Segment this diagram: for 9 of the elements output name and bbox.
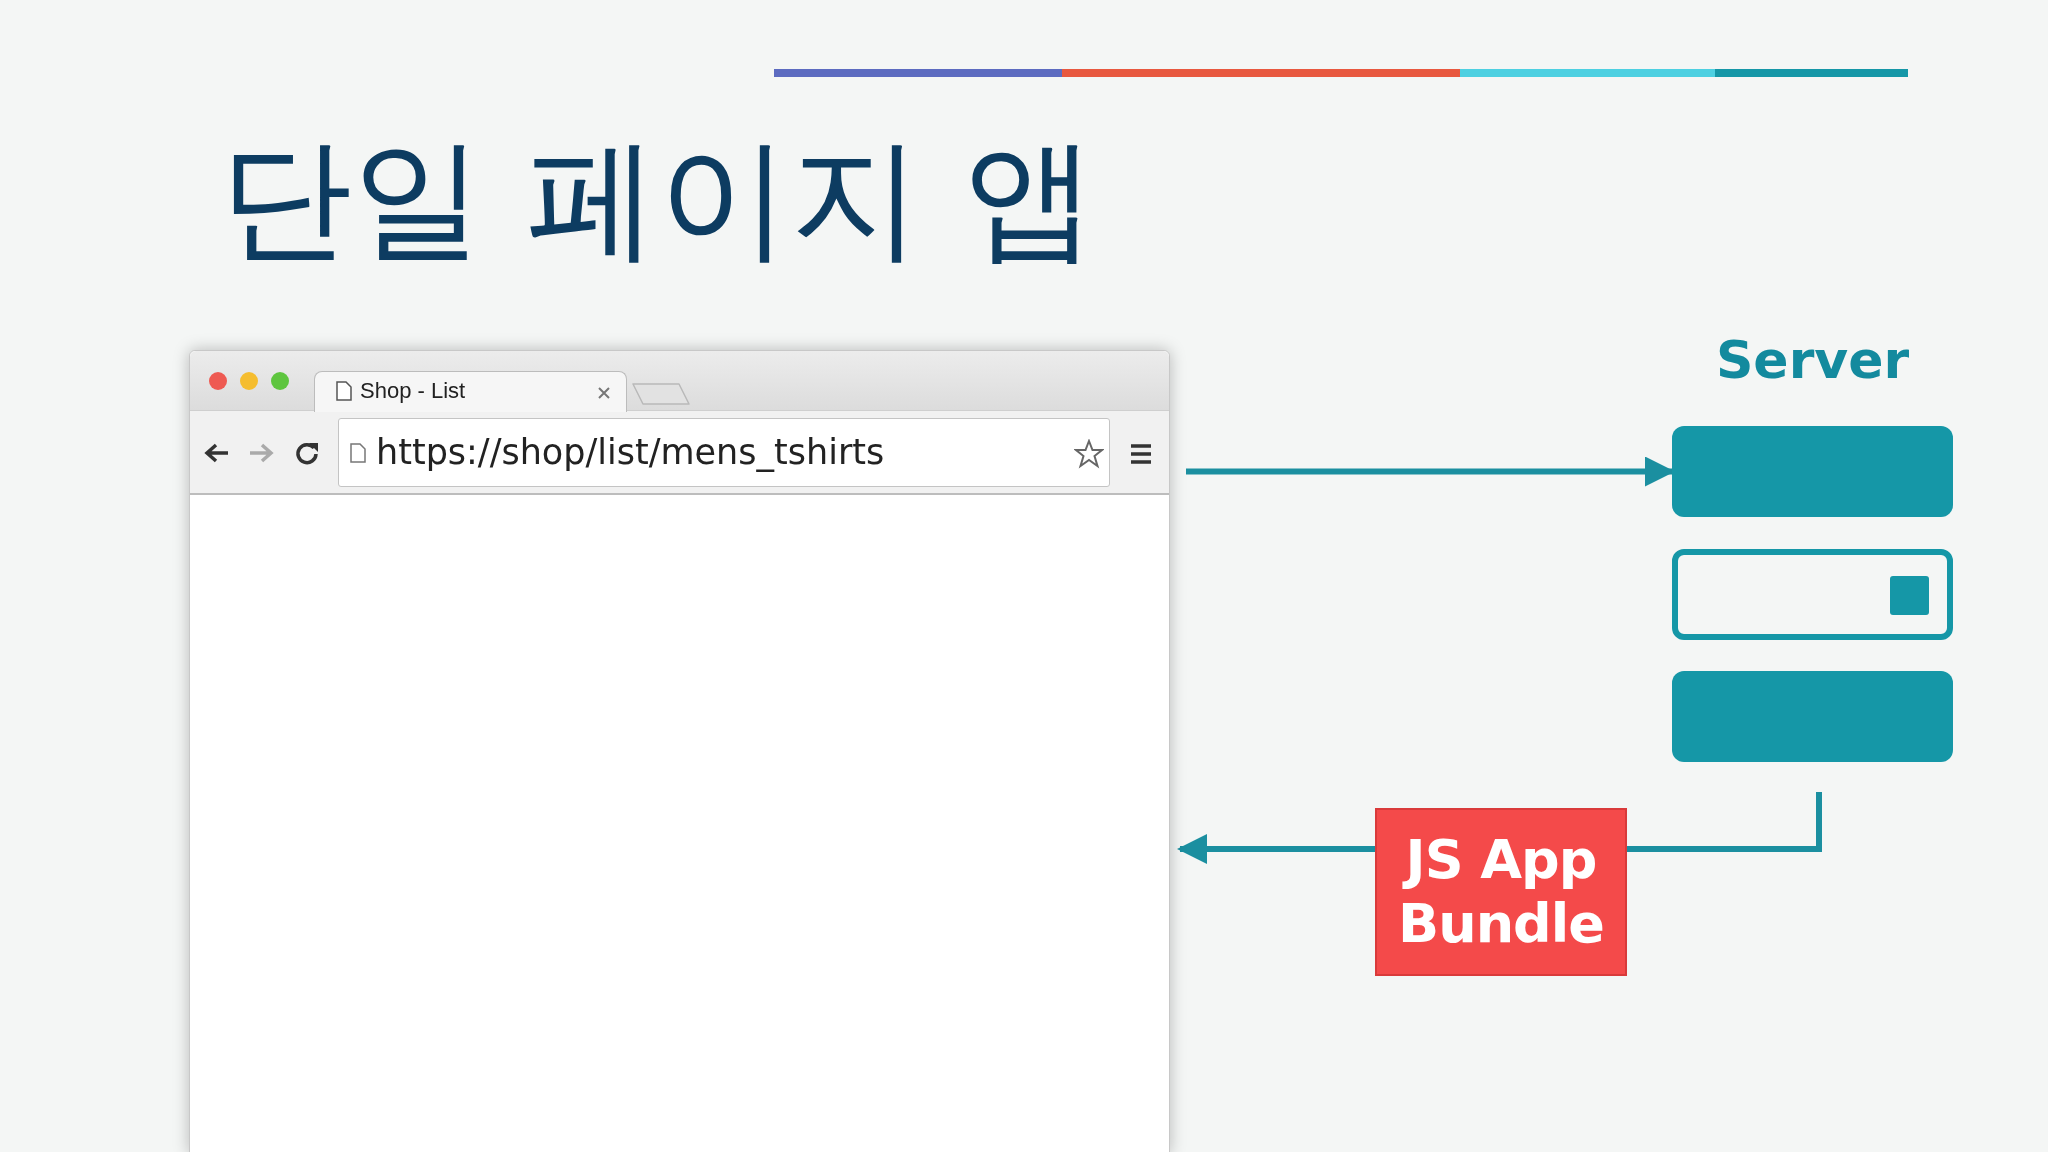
edge-label: JS App Bundle bbox=[1375, 808, 1627, 976]
tab-title: Shop - List bbox=[360, 378, 466, 404]
server-block bbox=[1672, 426, 1953, 517]
browser-window bbox=[189, 350, 1170, 1152]
server-block bbox=[1672, 549, 1953, 640]
title: 단일 페이지 앱 bbox=[220, 120, 1096, 277]
server-block bbox=[1672, 671, 1953, 762]
server-label: Server bbox=[1714, 329, 1911, 392]
url-text: https://shop/list/mens_tshirts bbox=[376, 431, 885, 473]
